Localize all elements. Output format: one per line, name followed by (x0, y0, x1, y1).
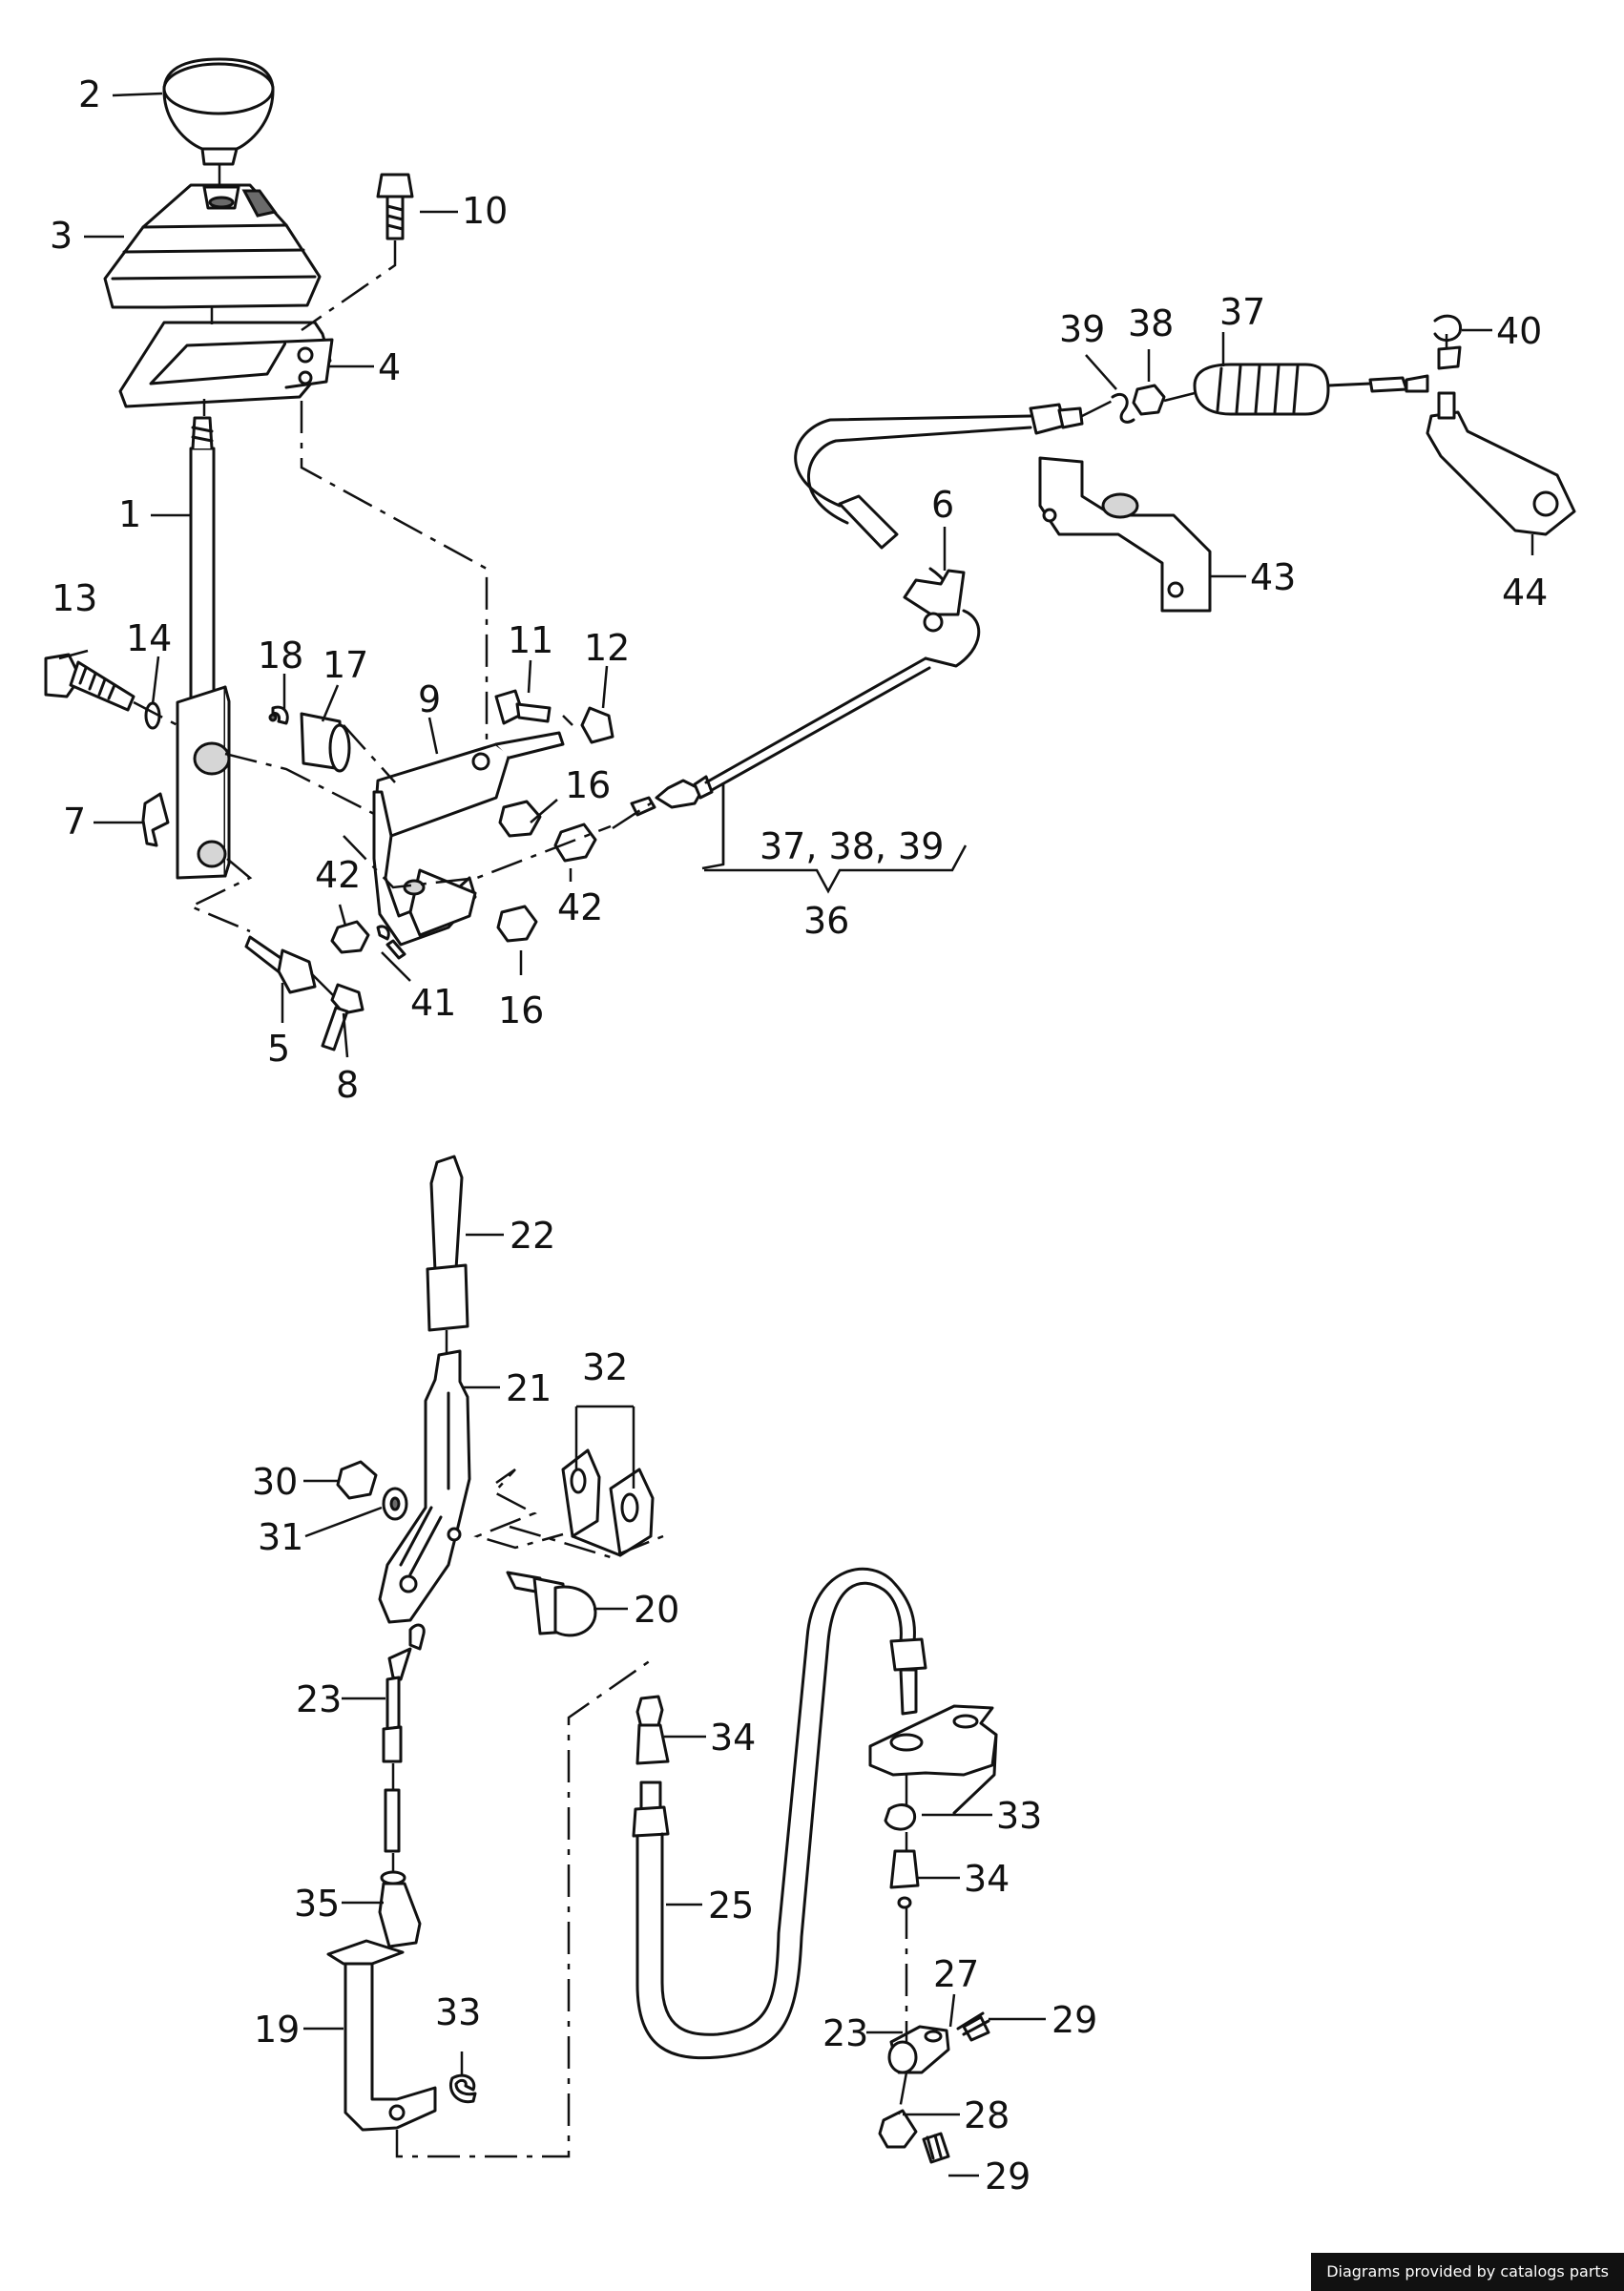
callout-23-left: 23 (296, 1678, 342, 1720)
cable-25 (632, 1567, 927, 2060)
callout-19: 19 (254, 2009, 300, 2051)
gear-lever (176, 416, 231, 880)
bolt-10 (376, 173, 414, 240)
retaining-clip (141, 792, 170, 847)
callout-14: 14 (126, 617, 172, 659)
callout-30: 30 (252, 1461, 298, 1503)
callout-11: 11 (508, 619, 553, 661)
callout-34-lower: 34 (964, 1858, 1010, 1900)
callout-34-upper: 34 (710, 1717, 756, 1759)
callout-32: 32 (582, 1346, 628, 1388)
callout-8: 8 (336, 1064, 359, 1106)
bearing-plates (561, 1448, 655, 1557)
callout-33-right: 33 (996, 1795, 1042, 1837)
callout-33-left: 33 (435, 1991, 481, 2033)
callout-7: 7 (63, 801, 86, 843)
callout-25: 25 (708, 1885, 754, 1927)
callout-labels: 2 3 10 4 1 13 14 7 5 8 18 17 9 11 12 16 … (50, 73, 1548, 2197)
selector-bracket (372, 731, 565, 947)
callout-23-right: 23 (822, 2012, 868, 2054)
callout-35: 35 (294, 1883, 340, 1925)
callout-29-upper: 29 (1051, 1999, 1097, 2041)
callout-41: 41 (410, 982, 456, 1024)
callout-20: 20 (634, 1589, 679, 1631)
callout-37: 37 (1219, 291, 1265, 333)
callout-2: 2 (78, 73, 101, 115)
callout-13: 13 (52, 577, 97, 619)
callout-29-lower: 29 (985, 2156, 1031, 2197)
cable-bracket (1038, 456, 1212, 613)
bushing-17 (268, 705, 351, 773)
selector-pin (244, 935, 364, 1052)
callout-17: 17 (323, 644, 368, 686)
callout-3: 3 (50, 215, 73, 257)
connecting-rod (378, 1623, 426, 1948)
callout-44: 44 (1502, 572, 1548, 614)
gearshift-cable (655, 403, 1084, 809)
leader-lines (58, 92, 1534, 2177)
callout-16-lower: 16 (498, 989, 544, 1031)
callout-40: 40 (1496, 310, 1542, 352)
callout-10: 10 (462, 190, 508, 232)
callout-12: 12 (584, 627, 630, 669)
selector-lever (378, 1349, 471, 1624)
pivot-bolt (44, 653, 161, 730)
pivot-pin-20 (506, 1571, 597, 1637)
callout-28: 28 (964, 2094, 1010, 2136)
lever-nut (336, 1460, 408, 1521)
bracket-bolt (494, 689, 614, 744)
callout-31: 31 (258, 1516, 303, 1558)
callout-22: 22 (510, 1215, 555, 1257)
callout-36: 36 (803, 900, 849, 942)
callout-18: 18 (258, 635, 303, 677)
callout-1: 1 (118, 493, 141, 535)
boot-retaining-plate (118, 321, 334, 408)
shift-lever-44 (1426, 314, 1576, 536)
callout-27: 27 (933, 1953, 979, 1995)
shift-boot (103, 183, 322, 309)
callout-9: 9 (418, 678, 441, 720)
linkage-bracket-right (868, 1668, 998, 2164)
mounting-bracket-19 (326, 1939, 477, 2132)
callout-42-left: 42 (315, 854, 361, 896)
callout-38: 38 (1128, 302, 1174, 344)
callout-39: 39 (1059, 308, 1105, 350)
cable-end-parts (1111, 363, 1429, 424)
assembly-lines (133, 164, 1448, 2158)
nut-group (330, 796, 656, 960)
callout-42-right: 42 (557, 886, 603, 928)
callout-43: 43 (1250, 556, 1296, 598)
callout-37-38-39: 37, 38, 39 (760, 825, 944, 867)
gear-knob (162, 57, 275, 166)
callout-6: 6 (931, 484, 954, 526)
callout-21: 21 (506, 1367, 552, 1409)
selector-finger (426, 1155, 469, 1332)
callout-16-upper: 16 (565, 764, 611, 806)
callout-4: 4 (378, 346, 401, 388)
callout-5: 5 (267, 1028, 290, 1070)
credit-banner: Diagrams provided by catalogs parts (1311, 2253, 1624, 2291)
